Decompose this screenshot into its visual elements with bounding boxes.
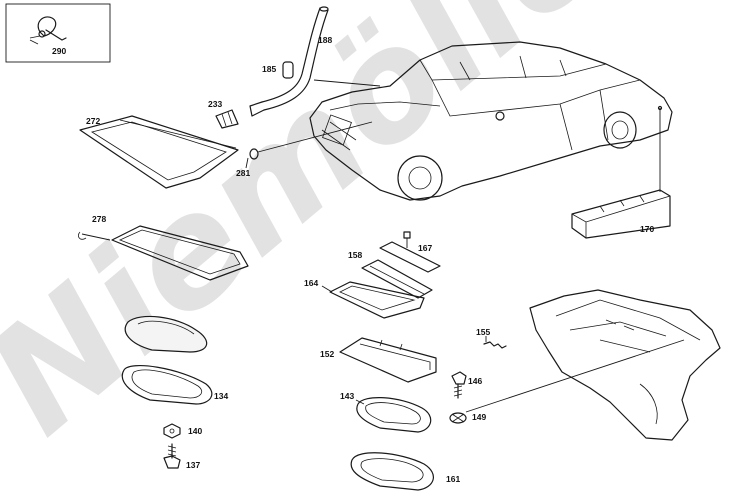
hose-assembly: 188 185 233: [208, 6, 381, 129]
part-167-strip: 167: [379, 231, 441, 273]
callout-164: 164: [304, 278, 318, 288]
callout-167: 167: [418, 243, 432, 253]
callout-281: 281: [236, 168, 250, 178]
part-164-plate: 164: [304, 278, 425, 319]
callout-152: 152: [320, 349, 334, 359]
callout-290: 290: [52, 46, 66, 56]
part-149-clip: 149: [449, 412, 486, 424]
callout-278: 278: [92, 214, 106, 224]
part-134-lamp: 134: [121, 315, 228, 405]
callout-155: 155: [476, 327, 490, 337]
interior-panel: [465, 289, 721, 441]
part-170-rear-panel: 170: [571, 105, 671, 239]
part-152-bracket: 152: [320, 337, 437, 383]
callout-140: 140: [188, 426, 202, 436]
part-278-seal: 278: [78, 214, 249, 281]
callout-272: 272: [86, 116, 100, 126]
car-illustration: [309, 41, 673, 201]
part-140-nut: 140: [163, 423, 202, 439]
part-272-window-frame: 272 281: [79, 115, 373, 189]
part-143-lamp: 143: [340, 391, 432, 433]
callout-185: 185: [262, 64, 276, 74]
callout-137: 137: [186, 460, 200, 470]
callout-170: 170: [640, 224, 654, 234]
callout-158: 158: [348, 250, 362, 260]
callout-143: 143: [340, 391, 354, 401]
inset-box-290: 290: [5, 3, 111, 63]
callout-188: 188: [318, 35, 332, 45]
part-137-screw: 137: [163, 443, 200, 470]
part-155-spring: 155: [476, 327, 507, 349]
callout-149: 149: [472, 412, 486, 422]
callout-134: 134: [214, 391, 228, 401]
callout-146: 146: [468, 376, 482, 386]
part-161-bezel: 161: [350, 452, 460, 491]
callout-161: 161: [446, 474, 460, 484]
part-146-screw: 146: [451, 371, 482, 399]
callout-233: 233: [208, 99, 222, 109]
part-158-bracket: 158: [348, 250, 433, 299]
